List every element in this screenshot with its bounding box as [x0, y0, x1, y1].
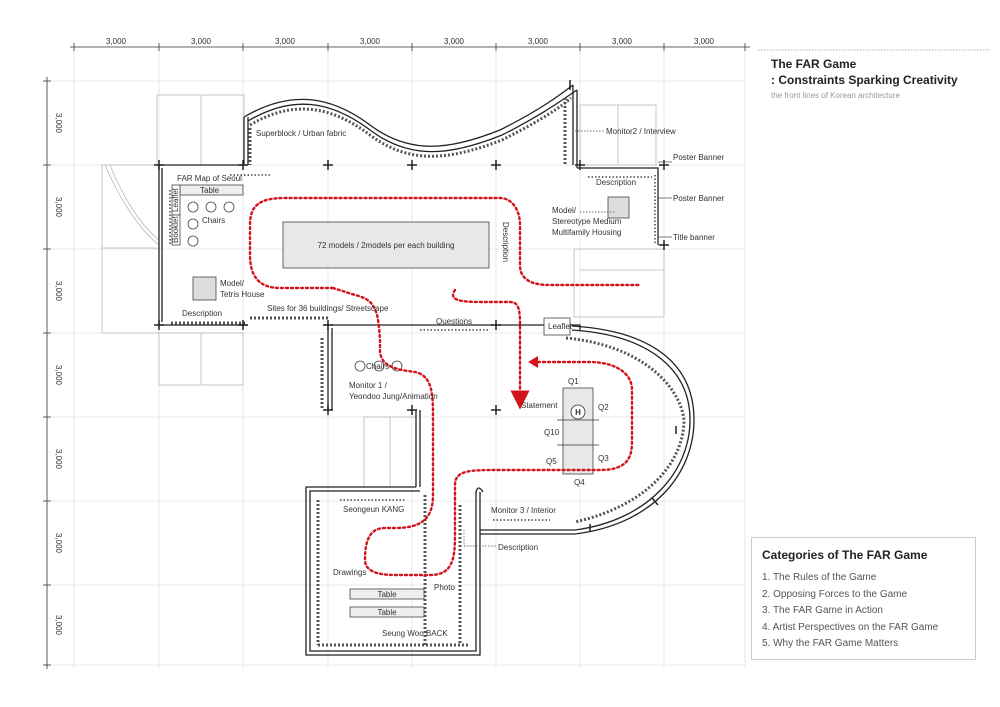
- title-line-2: : Constraints Sparking Creativity: [771, 73, 958, 87]
- plan-labels: Superblock / Urban fabric Monitor2 / Int…: [171, 127, 724, 638]
- dim-left-7: 3,000: [54, 615, 63, 636]
- label-booklet: Booklet: [171, 216, 180, 243]
- top-dimension: [70, 43, 750, 51]
- label-models-center: 72 models / 2models per each building: [318, 241, 455, 250]
- left-dimension: [43, 77, 51, 669]
- label-description-left: Description: [182, 309, 222, 318]
- dim-top-5: 3,000: [444, 37, 465, 46]
- label-leaflet-left: Leaflet: [171, 187, 180, 212]
- label-q1: Q1: [568, 377, 579, 386]
- dim-left-6: 3,000: [54, 533, 63, 554]
- label-poster-banner-2: Poster Banner: [673, 194, 724, 203]
- tetris-house-model: [192, 276, 217, 301]
- dim-top-3: 3,000: [275, 37, 296, 46]
- label-leaflet-right: Leaflet: [548, 322, 573, 331]
- label-monitor1-2: Yeondoo Jung/Animation: [349, 392, 438, 401]
- category-item: 3. The FAR Game in Action: [762, 605, 883, 616]
- booklet-stand: [171, 214, 181, 246]
- label-monitor1-1: Monitor 1 /: [349, 381, 388, 390]
- left-dimension-labels: 3,000 3,000 3,000 3,000 3,000 3,000 3,00…: [54, 113, 63, 636]
- label-chairs: Chairs: [202, 216, 225, 225]
- dim-left-1: 3,000: [54, 113, 63, 134]
- label-description-right: Description: [596, 178, 636, 187]
- dim-top-8: 3,000: [694, 37, 715, 46]
- leader-lines: [463, 130, 672, 547]
- label-model-tetris-2: Tetris House: [220, 290, 265, 299]
- label-sites: Sites for 36 buildings/ Streetscape: [267, 304, 389, 313]
- label-statement: Statement: [521, 401, 558, 410]
- visitor-route: [248, 196, 642, 577]
- dim-left-4: 3,000: [54, 365, 63, 386]
- stereotype-model: [607, 196, 630, 219]
- label-model-tetris-1: Model/: [220, 279, 245, 288]
- label-drawings: Drawings: [333, 568, 366, 577]
- dim-left-3: 3,000: [54, 281, 63, 302]
- label-table-bottom-2: Table: [377, 608, 397, 617]
- label-poster-banner-1: Poster Banner: [673, 153, 724, 162]
- category-item: 5. Why the FAR Game Matters: [762, 638, 899, 649]
- leaflet-right-box: [543, 317, 571, 336]
- models-table: [282, 221, 490, 269]
- label-q3: Q3: [598, 454, 609, 463]
- label-q5: Q5: [546, 457, 557, 466]
- label-questions: Questions: [436, 317, 472, 326]
- dim-left-5: 3,000: [54, 449, 63, 470]
- h-symbol-icon: [570, 404, 586, 420]
- dim-top-6: 3,000: [528, 37, 549, 46]
- hatched-walls: [171, 96, 686, 647]
- label-seungwoo: Seung Woo BACK: [382, 629, 448, 638]
- label-description-vertical: Description: [501, 222, 510, 262]
- categories-panel: Categories of The FAR Game 1. The Rules …: [751, 537, 976, 660]
- label-table-bottom-1: Table: [377, 590, 397, 599]
- label-photo: Photo: [434, 583, 455, 592]
- label-h-symbol: H: [575, 408, 581, 417]
- title-line-1: The FAR Game: [771, 57, 857, 71]
- chairs: [187, 201, 403, 372]
- label-description-bottom: Description: [498, 543, 538, 552]
- top-dimension-labels: 3,000 3,000 3,000 3,000 3,000 3,000 3,00…: [106, 37, 715, 46]
- dim-top-4: 3,000: [360, 37, 381, 46]
- dotted-guides: [169, 174, 656, 521]
- chair: [187, 218, 199, 230]
- table-bottom-2: [349, 606, 425, 618]
- label-table-top: Table: [200, 186, 220, 195]
- label-q2: Q2: [598, 403, 609, 412]
- label-model-stereotype-1: Model/: [552, 206, 577, 215]
- chair: [373, 360, 385, 372]
- subtitle: the front lines of Korean architecture: [771, 91, 900, 100]
- label-monitor2: Monitor2 / Interview: [606, 127, 676, 136]
- table-bottom-1: [349, 588, 425, 600]
- question-marks: [557, 404, 599, 446]
- title-block: The FAR Game : Constraints Sparking Crea…: [771, 56, 986, 100]
- dim-left-2: 3,000: [54, 197, 63, 218]
- furniture: [171, 184, 630, 618]
- category-item: 4. Artist Perspectives on the FAR Game: [762, 621, 939, 633]
- categories-title: Categories of The FAR Game: [762, 548, 928, 562]
- label-model-stereotype-2: Stereotype Medium: [552, 217, 622, 226]
- walls: [158, 84, 695, 656]
- label-title-banner: Title banner: [673, 233, 715, 242]
- column-marks: [154, 80, 677, 532]
- route-arrow-left: [528, 356, 538, 368]
- category-item: 2. Opposing Forces to the Game: [762, 588, 908, 600]
- label-superblock: Superblock / Urban fabric: [256, 129, 346, 138]
- label-chairs-small: Chairs: [366, 362, 389, 371]
- chair: [187, 201, 199, 213]
- label-monitor3: Monitor 3 / Interior: [491, 506, 556, 515]
- chair: [223, 201, 235, 213]
- label-far-map: FAR Map of Seoul: [177, 174, 242, 183]
- chair: [187, 235, 199, 247]
- label-seongeun: Seongeun KANG: [343, 505, 404, 514]
- dim-top-1: 3,000: [106, 37, 127, 46]
- dim-top-7: 3,000: [612, 37, 633, 46]
- chair: [354, 360, 366, 372]
- chair: [205, 201, 217, 213]
- label-q4: Q4: [574, 478, 585, 487]
- label-model-stereotype-3: Multifamily Housing: [552, 228, 621, 237]
- question-table: [562, 387, 594, 475]
- category-item: 1. The Rules of the Game: [762, 572, 877, 583]
- dim-top-2: 3,000: [191, 37, 212, 46]
- label-q10: Q10: [544, 428, 560, 437]
